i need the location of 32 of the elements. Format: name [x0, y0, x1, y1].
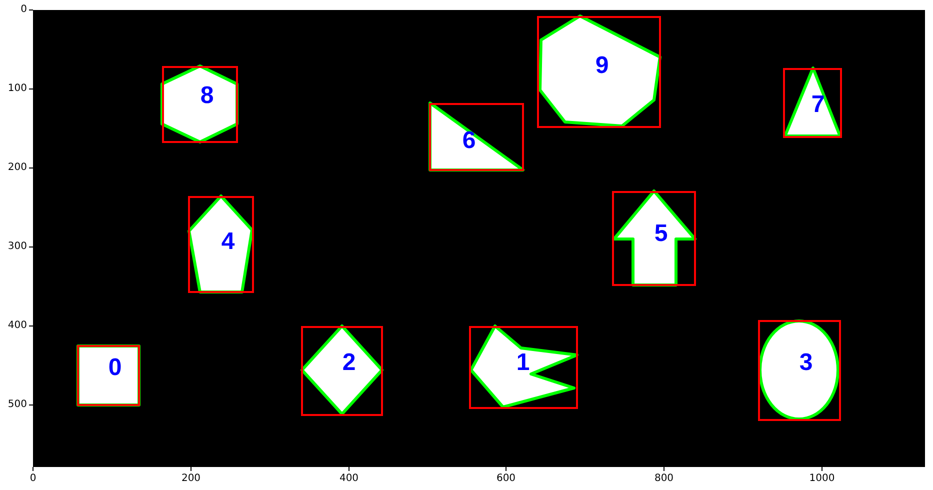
- y-tick-label: 100: [6, 84, 27, 94]
- y-tick-label: 500: [6, 400, 27, 410]
- detected-shape: [537, 16, 661, 128]
- shape-number: 6: [462, 129, 476, 153]
- detected-shape: [429, 103, 524, 171]
- shape-number: 7: [811, 93, 825, 117]
- detected-shape: [301, 326, 383, 416]
- shape-number: 0: [108, 356, 122, 380]
- detected-shape: [77, 345, 140, 406]
- y-tick-label: 200: [6, 163, 27, 173]
- shape-number: 5: [654, 222, 668, 246]
- y-tick-label: 0: [20, 5, 27, 15]
- detected-shape: [188, 196, 254, 293]
- shape-number: 2: [342, 351, 356, 375]
- x-tick-label: 800: [654, 474, 674, 484]
- shape-number: 8: [200, 84, 214, 108]
- x-tick-label: 1000: [809, 474, 835, 484]
- y-tick-label: 300: [6, 242, 27, 252]
- detected-shape: [758, 320, 841, 421]
- detected-shape: [162, 66, 238, 143]
- detected-shape: [469, 326, 578, 409]
- detected-shape: [783, 68, 842, 138]
- x-tick-label: 400: [339, 474, 359, 484]
- detected-shape: [612, 191, 696, 286]
- y-tick-label: 400: [6, 321, 27, 331]
- shape-number: 1: [516, 351, 530, 375]
- x-tick-label: 0: [30, 474, 36, 484]
- x-tick-label: 200: [181, 474, 201, 484]
- x-tick-label: 600: [496, 474, 516, 484]
- shape-number: 3: [799, 351, 813, 375]
- shape-number: 4: [221, 230, 235, 254]
- shape-number: 9: [595, 54, 609, 78]
